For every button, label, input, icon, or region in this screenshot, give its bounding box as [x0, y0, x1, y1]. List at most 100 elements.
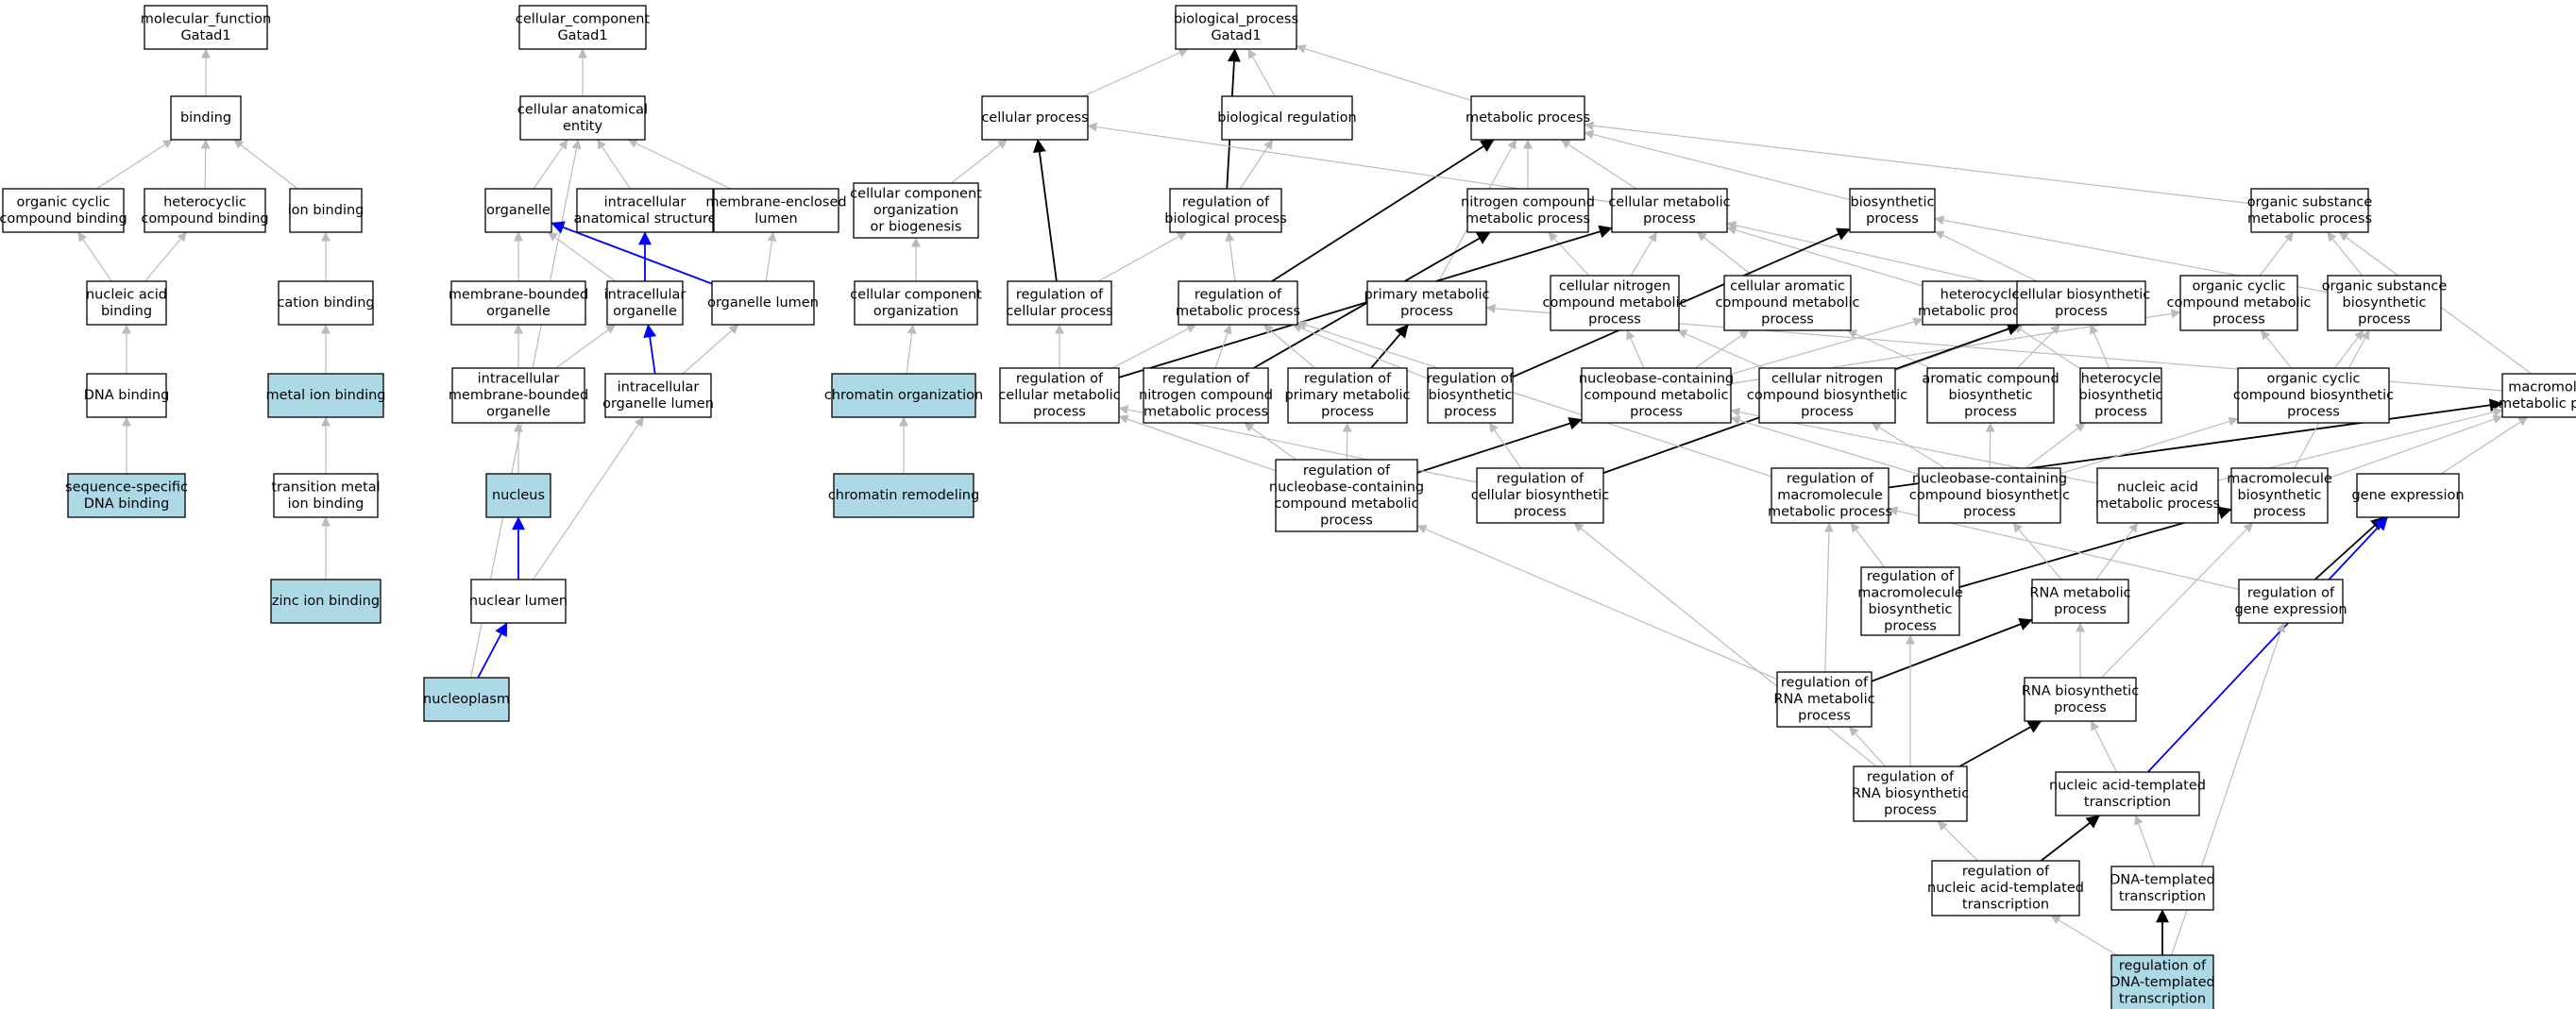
go-term-node-organelle[interactable]: organelle	[484, 188, 552, 233]
go-term-node-chromrem[interactable]: chromatin remodeling	[828, 473, 979, 518]
go-term-node-gexp[interactable]: gene expression	[2351, 473, 2465, 518]
node-label-line: cellular metabolic	[998, 388, 1120, 403]
go-term-node-nucleoplasm[interactable]: nucleoplasm	[423, 677, 510, 722]
node-box	[2055, 771, 2200, 816]
go-term-node-dnab[interactable]: DNA binding	[84, 373, 170, 418]
edge-cacmp-to-cmp	[1696, 231, 1754, 277]
node-box	[519, 95, 646, 141]
node-box	[1366, 280, 1487, 326]
go-term-node-cellp[interactable]: cellular process	[981, 95, 1089, 141]
go-term-node-bioreg[interactable]: biological regulation	[1217, 95, 1357, 141]
node-label-line: primary metabolic	[1284, 388, 1410, 403]
node-label-line: regulation of	[1304, 372, 1392, 387]
go-term-node-ionb[interactable]: ion binding	[288, 188, 364, 233]
go-term-node-chromorg[interactable]: chromatin organization	[824, 373, 983, 418]
go-term-node-metalb[interactable]: metal ion binding	[265, 373, 386, 418]
node-label-line: process	[1801, 405, 1854, 420]
go-term-node-rnbcmp[interactable]: regulation ofnucleobase-containingcompou…	[1269, 459, 1424, 532]
node-label-line: organization	[873, 203, 958, 218]
node-box	[854, 280, 978, 326]
node-label-line: metabolic process	[1918, 304, 2042, 319]
go-term-node-metp[interactable]: metabolic process	[1466, 95, 1590, 141]
node-box	[144, 188, 266, 233]
node-label-line: or biogenesis	[871, 220, 962, 235]
node-box	[278, 280, 374, 326]
edge-rnatt-to-natt	[2040, 815, 2100, 862]
go-term-node-olumen[interactable]: organelle lumen	[707, 280, 819, 326]
go-term-node-rmbp[interactable]: regulation ofmacromoleculebiosyntheticpr…	[1857, 566, 1963, 636]
go-term-node-cationb[interactable]: cation binding	[277, 280, 375, 326]
go-term-node-nucleus[interactable]: nucleus	[485, 473, 551, 518]
node-label-line: organic substance	[2247, 194, 2373, 210]
node-label-line: metal ion binding	[265, 388, 385, 403]
node-label-line: lumen	[754, 211, 797, 227]
node-label-line: cellular metabolic	[1608, 194, 1730, 210]
node-label-line: ion binding	[288, 203, 364, 218]
edge-cncmp-to-ncmp	[1548, 231, 1590, 277]
node-label-line: biological process	[1164, 211, 1286, 227]
edge-mbp-to-mmp	[2327, 414, 2503, 479]
edge-olumen-to-organelle	[551, 221, 713, 285]
edge-nbcbp-to-occbp	[2059, 416, 2239, 475]
go-term-node-zinc[interactable]: zinc ion binding	[270, 579, 381, 624]
go-term-node-binding[interactable]: binding	[170, 95, 242, 141]
edge-olumen-to-mel	[765, 231, 777, 282]
go-term-node-nlumen[interactable]: nuclear lumen	[469, 579, 568, 624]
